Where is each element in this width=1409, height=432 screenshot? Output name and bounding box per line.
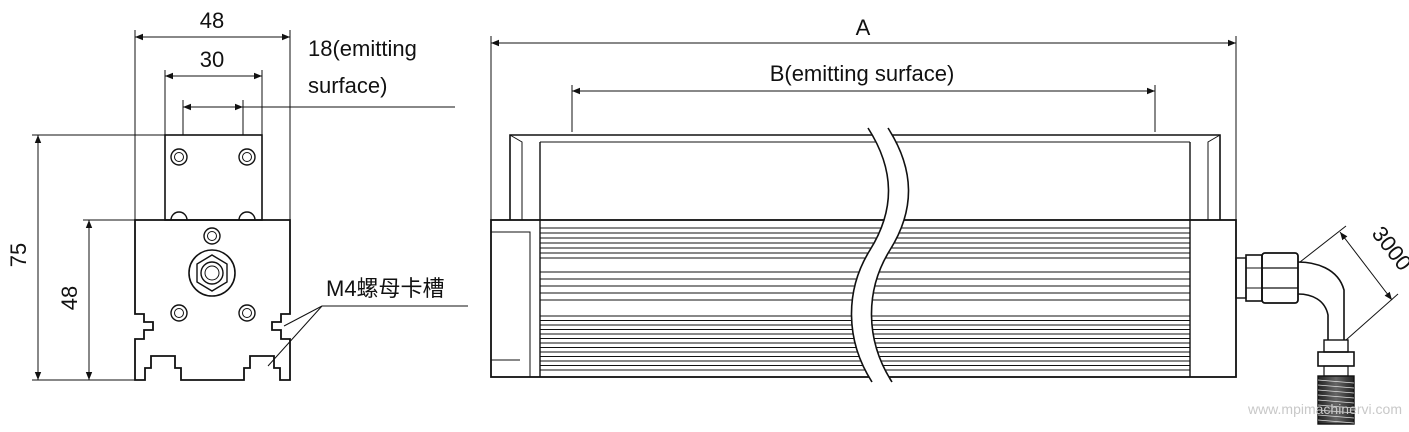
slot-callout-label: M4螺母卡槽 [326,276,445,301]
knurl-line [1317,419,1355,424]
connector-nut [1235,252,1299,304]
head-screw [170,148,188,166]
emitter-chamfer [509,134,523,220]
dim-emitting-length-label: B(emitting surface) [770,61,955,86]
head-screw [238,148,256,166]
break-line [870,127,910,383]
break-line [850,127,890,383]
dim-cable-length-label: 3000 [1367,221,1409,275]
watermark: www.mpimachinervi.com [1247,401,1402,417]
extension-line [1345,293,1399,341]
cable-gland [188,249,236,297]
side-view: 48 30 18(emitting surface) 75 48 [6,8,468,381]
front-view: A B(emitting surface) [490,15,1409,425]
knurled-grip [1317,375,1355,425]
head-block [164,134,263,221]
dim-inner-width-label: 30 [200,47,224,72]
dim-body-height-label: 48 [57,286,82,310]
knurl-line [1317,414,1355,419]
cable-connector [1317,339,1355,425]
body-profile [134,219,291,381]
knurl-line [1317,379,1355,384]
head-screw [170,211,188,221]
emitter-housing [509,134,1221,220]
slot-leader [283,305,323,327]
knurl-line [1317,384,1355,389]
dim-emitting-note-line2: surface) [308,73,387,98]
dim-outer-width-label: 48 [200,8,224,33]
emitter-chamfer [1207,134,1221,220]
knurl-line [1317,404,1355,409]
dim-cable-length-line [1339,231,1393,301]
knurl-line [1317,394,1355,399]
extension-line [1299,225,1347,263]
cable-bend [1297,293,1329,340]
body-screw [203,227,221,245]
slot-leader [267,305,323,367]
knurl-line [1317,409,1355,414]
break-gap [851,128,909,382]
knurl-line [1317,399,1355,404]
body-screw [170,304,188,322]
dim-length-label: A [856,15,871,40]
knurl-line [1317,389,1355,394]
end-cap-detail [491,231,531,377]
body-screw [238,304,256,322]
head-screw [238,211,256,221]
dim-emitting-note-line1: 18(emitting [308,36,417,61]
dim-total-height-label: 75 [6,243,31,267]
